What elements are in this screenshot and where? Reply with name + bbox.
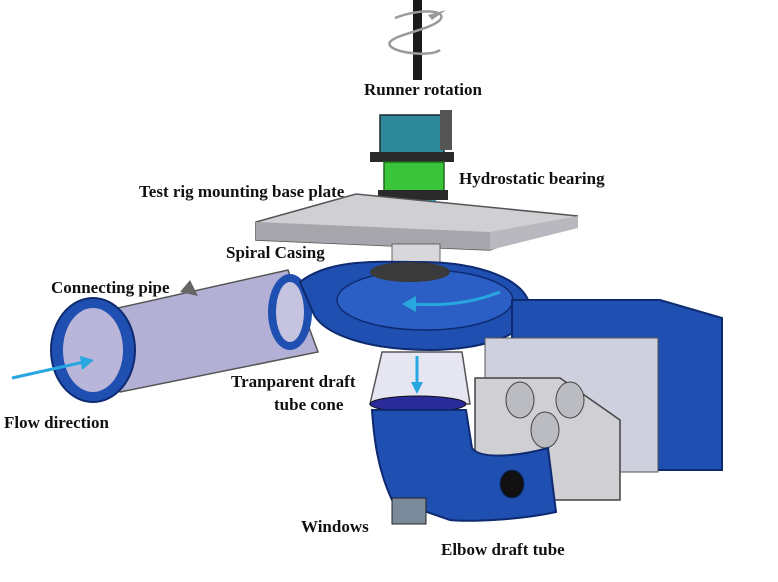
label-spiral-casing: Spiral Casing [226,243,325,262]
label-connecting-pipe: Connecting pipe [51,278,170,297]
rotation-arrow-icon [428,10,446,20]
label-runner-rotation: Runner rotation [364,80,482,99]
shaft [388,0,443,80]
label-draft-tube-cone-line1: Tranparent draft [231,372,356,391]
window [391,497,427,525]
label-flow-direction: Flow direction [4,413,110,432]
flow-direction-arrow-icon [11,356,94,380]
casing-flow-arrow-icon [402,290,501,312]
base-plate [255,193,579,251]
label-windows: Windows [301,517,369,536]
test-section-housing [474,299,723,501]
connecting-pipe [50,269,320,403]
draft-tube-cone [369,351,471,413]
label-draft-tube-cone-line2: tube cone [274,395,344,414]
label-elbow-draft-tube: Elbow draft tube [441,540,565,559]
cone-flow-arrow-icon [411,356,423,394]
elbow-draft-tube [370,409,558,522]
label-base-plate: Test rig mounting base plate [139,182,345,201]
label-hydrostatic-bearing: Hydrostatic bearing [459,169,605,188]
